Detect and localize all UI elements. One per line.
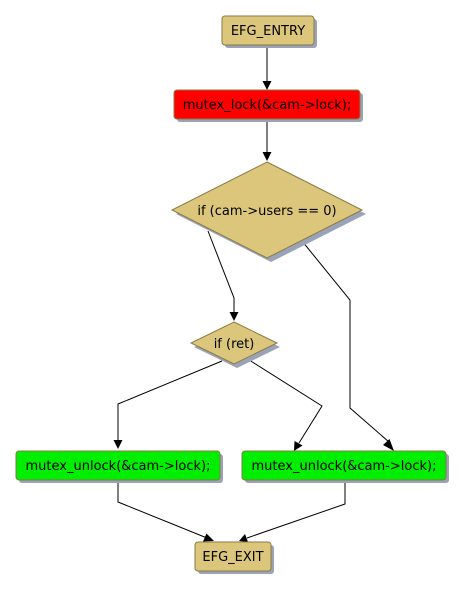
node-lock-label: mutex_lock(&cam->lock);: [183, 98, 351, 113]
node-cond-ret-label: if (ret): [214, 337, 255, 352]
node-cond-ret[interactable]: if (ret): [189, 321, 280, 368]
node-cond-users[interactable]: if (cam->users == 0): [170, 161, 366, 262]
node-unlock-right-label: mutex_unlock(&cam->lock);: [252, 459, 437, 474]
arrowhead-entry-to-lock: [262, 81, 272, 90]
edge-cond-ret-to-unlock-right: [245, 357, 323, 444]
node-exit-box: [194, 541, 272, 572]
node-lock[interactable]: mutex_lock(&cam->lock);: [173, 89, 363, 122]
node-unlock-left-label: mutex_unlock(&cam->lock);: [26, 459, 211, 474]
arrowhead-cond-users-to-unlock-right: [383, 439, 394, 451]
node-cond-users-label: if (cam->users == 0): [197, 204, 336, 219]
edge-unlock-right-to-exit: [246, 480, 346, 539]
arrowhead-unlock-left-to-exit: [203, 533, 214, 542]
node-unlock-right-box: [241, 450, 447, 481]
node-exit-label: EFG_EXIT: [202, 550, 263, 565]
node-unlock-right[interactable]: mutex_unlock(&cam->lock);: [241, 450, 449, 483]
node-unlock-left-box: [15, 450, 221, 481]
node-entry[interactable]: EFG_ENTRY: [221, 15, 317, 48]
node-lock-box: [173, 89, 361, 120]
edge-cond-users-to-unlock-right: [301, 240, 390, 443]
edge-cond-users-to-cond-ret: [207, 230, 235, 315]
node-entry-box: [221, 15, 315, 46]
arrowhead-cond-ret-to-unlock-left: [113, 440, 123, 449]
node-entry-label: EFG_ENTRY: [231, 24, 305, 39]
node-unlock-left[interactable]: mutex_unlock(&cam->lock);: [15, 450, 223, 483]
edges: [113, 45, 394, 542]
arrowhead-lock-to-cond-users: [262, 152, 272, 161]
node-cond-users-diamond: [170, 161, 364, 259]
arrowhead-cond-ret-to-unlock-right: [294, 441, 303, 451]
arrowhead-cond-users-to-cond-ret: [229, 312, 239, 321]
node-cond-ret-diamond: [189, 321, 279, 365]
edge-unlock-left-to-exit: [117, 480, 208, 539]
arrowhead-unlock-right-to-exit: [239, 534, 248, 542]
node-exit[interactable]: EFG_EXIT: [194, 541, 274, 574]
edge-cond-ret-to-unlock-left: [117, 360, 223, 443]
